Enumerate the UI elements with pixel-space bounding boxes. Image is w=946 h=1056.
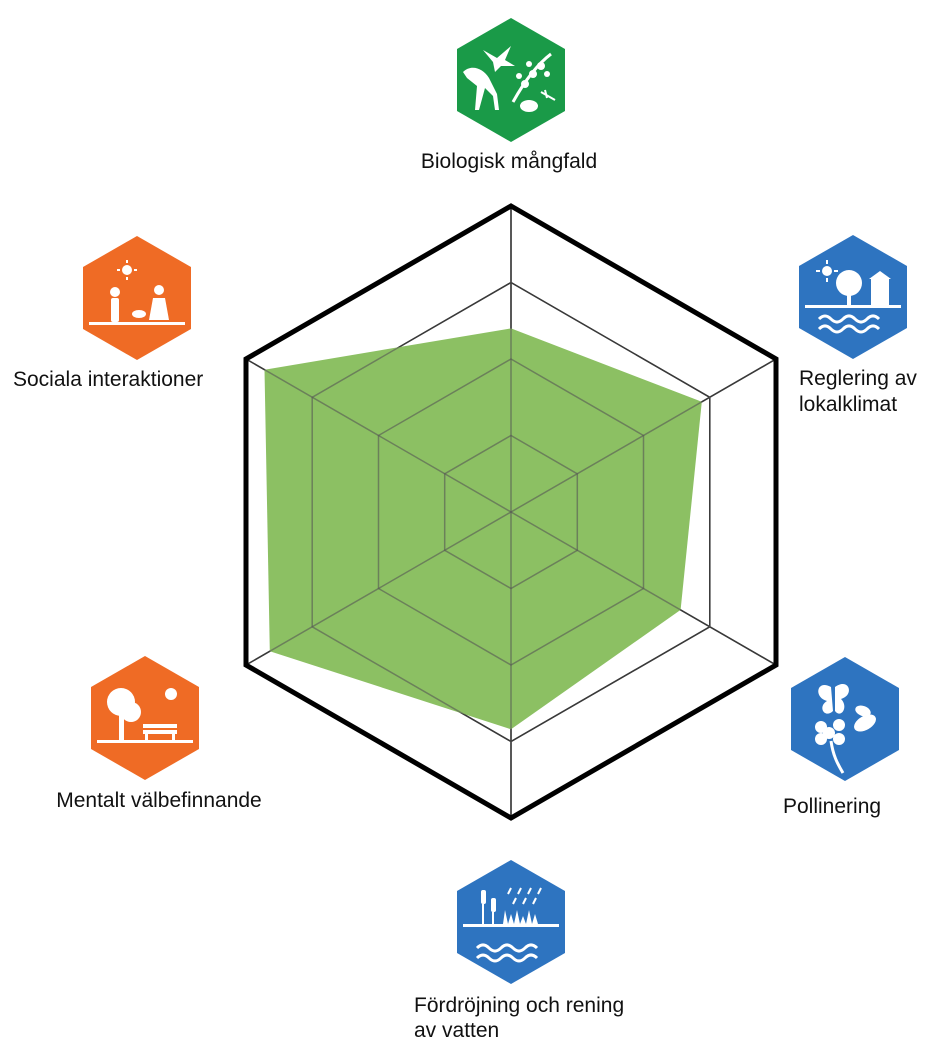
axis-label-3-line-1: Fördröjning och rening [414,994,624,1017]
mental-wellbeing-icon [91,656,199,780]
pollination-icon-hexagon [791,657,899,781]
axis-label-5: Sociala interaktioner [13,368,203,391]
axis-label-2: Pollinering [783,795,881,818]
axis-label-1: Reglering av lokalklimat [799,367,917,416]
overlay-spoke-5 [245,358,512,513]
overlay-spoke-1 [510,358,777,513]
radar-outer-ring [243,203,779,821]
mental-wellbeing-icon-hexagon [91,656,199,780]
local-climate-icon [799,235,907,359]
pollination-icon [791,657,899,781]
radar-inner-grid-overlay [245,206,777,818]
axis-label-3-line-2: av vatten [414,1019,499,1042]
biodiversity-icon-hexagon [457,18,565,142]
biodiversity-icon [457,18,565,142]
social-interaction-icon-hexagon [83,236,191,360]
local-climate-icon-hexagon [799,235,907,359]
axis-label-4: Mentalt välbefinnande [56,789,261,812]
axis-label-1-line-1: Reglering av [799,367,917,390]
axis-label-1-line-2: lokalklimat [799,393,897,416]
axis-label-0: Biologisk mångfald [421,150,597,173]
overlay-spoke-4 [245,511,512,666]
water-retention-icon [457,860,565,984]
social-interaction-icon [83,236,191,360]
overlay-spoke-2 [510,511,777,666]
